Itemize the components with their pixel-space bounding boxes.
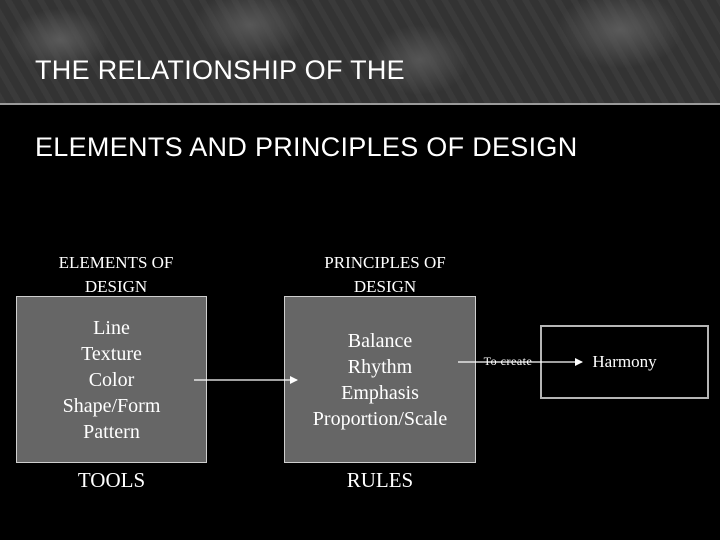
elements-box: Line Texture Color Shape/Form Pattern	[16, 296, 207, 463]
principle-item: Rhythm	[347, 355, 413, 378]
header-divider	[0, 103, 720, 105]
principles-heading: PRINCIPLES OF DESIGN	[324, 253, 446, 296]
harmony-label: Harmony	[592, 352, 657, 371]
element-item: Line	[93, 316, 130, 339]
principle-item: Balance	[347, 329, 413, 352]
header-banner	[0, 0, 720, 104]
element-item: Color	[88, 368, 135, 391]
principle-item: Emphasis	[341, 381, 419, 404]
page-title-line-2: ELEMENTS AND PRINCIPLES OF DESIGN	[35, 132, 578, 162]
elements-heading: ELEMENTS OF DESIGN	[58, 253, 174, 296]
to-create-label: To create	[483, 354, 533, 368]
page-title-line-1: THE RELATIONSHIP OF THE	[35, 55, 405, 85]
tools-label: TOOLS	[77, 468, 146, 492]
element-item: Shape/Form	[62, 394, 161, 417]
principles-box: Balance Rhythm Emphasis Proportion/Scale	[284, 296, 476, 463]
rules-label: RULES	[346, 468, 414, 492]
element-item: Pattern	[83, 420, 140, 443]
element-item: Texture	[81, 342, 142, 365]
principle-item: Proportion/Scale	[312, 407, 448, 430]
